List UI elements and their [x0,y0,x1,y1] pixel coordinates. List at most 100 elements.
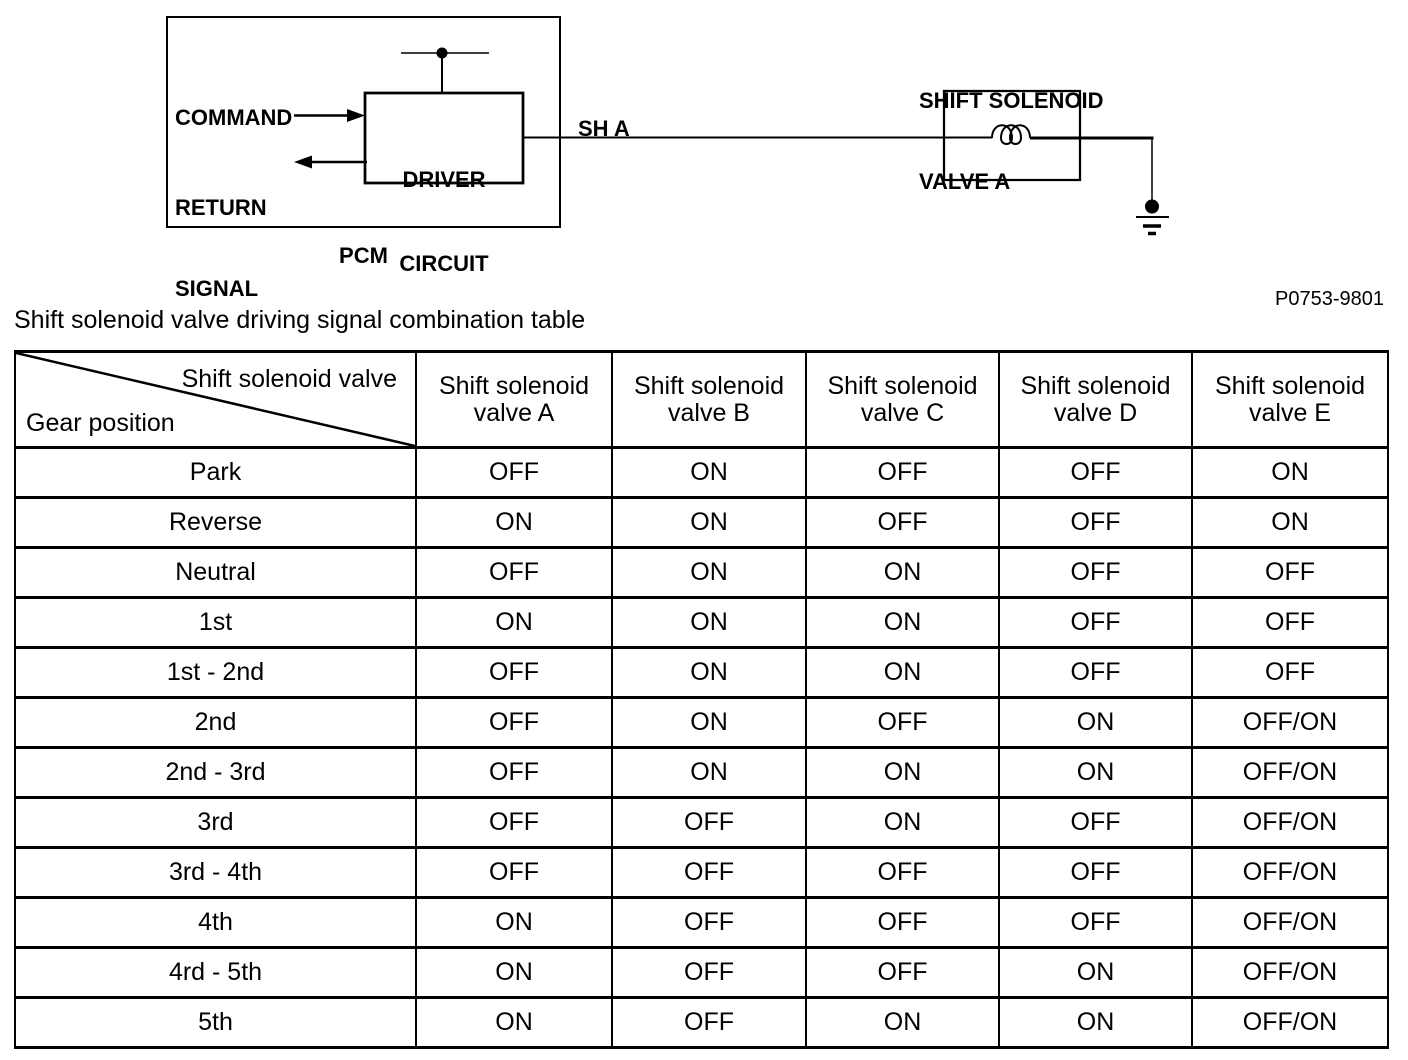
corner-label-rows: Gear position [26,409,175,437]
valve-c-state: ON [805,546,1000,599]
column-header-valve-a: Shift solenoid valve A [415,350,613,449]
corner-diagonal [16,353,415,446]
valve-a-state: ON [415,896,613,949]
gear-position-cell: 4th [14,896,417,949]
table-row: 1st - 2nd OFF ON ON OFF OFF [14,646,1389,699]
column-header-valve-d: Shift solenoid valve D [998,350,1193,449]
gear-position-cell: Reverse [14,496,417,549]
valve-a-state: ON [415,496,613,549]
valve-b-state: OFF [611,946,807,999]
valve-a-state: OFF [415,796,613,849]
valve-c-state: OFF [805,846,1000,899]
solenoid-valve-label: SHIFT SOLENOID VALVE A [919,33,1104,249]
return-signal-arrowhead-icon [294,155,312,169]
valve-d-state: OFF [998,546,1193,599]
valve-b-state: ON [611,646,807,699]
table-row: 2nd OFF ON OFF ON OFF/ON [14,696,1389,749]
valve-c-state: OFF [805,896,1000,949]
valve-d-state: OFF [998,496,1193,549]
table-row: 3rd - 4th OFF OFF OFF OFF OFF/ON [14,846,1389,899]
column-header-valve-e: Shift solenoid valve E [1191,350,1389,449]
solenoid-valve-box [942,89,1082,182]
valve-c-state: OFF [805,946,1000,999]
valve-a-state: OFF [415,546,613,599]
valve-d-state: OFF [998,796,1193,849]
valve-c-state: ON [805,796,1000,849]
valve-e-state: OFF [1191,596,1389,649]
valve-a-state: OFF [415,646,613,699]
valve-e-state: OFF/ON [1191,946,1389,999]
table-row: 1st ON ON ON OFF OFF [14,596,1389,649]
signal-combination-table: Shift solenoid valve Gear position Shift… [14,350,1389,1049]
return-signal-label-line2: SIGNAL [175,276,259,301]
driver-circuit-label-line2: CIRCUIT [399,251,489,276]
valve-e-state: OFF/ON [1191,746,1389,799]
table-row: 3rd OFF OFF ON OFF OFF/ON [14,796,1389,849]
column-header-line: valve D [1053,398,1138,427]
table-row: Neutral OFF ON ON OFF OFF [14,546,1389,599]
solenoid-valve-label-line1: SHIFT SOLENOID [919,88,1104,113]
table-row: Park OFF ON OFF OFF ON [14,446,1389,499]
gear-position-cell: 3rd - 4th [14,846,417,899]
valve-e-state: ON [1191,496,1389,549]
valve-d-state: ON [998,746,1193,799]
valve-e-state: OFF [1191,546,1389,599]
valve-a-state: OFF [415,746,613,799]
gear-position-cell: 2nd [14,696,417,749]
column-header-line: Shift solenoid [827,371,978,400]
table-row: 2nd - 3rd OFF ON ON ON OFF/ON [14,746,1389,799]
valve-c-state: ON [805,646,1000,699]
valve-c-state: ON [805,996,1000,1049]
gear-position-cell: 2nd - 3rd [14,746,417,799]
sh-a-wire-label: SH A [578,116,630,141]
valve-d-state: ON [998,946,1193,999]
valve-b-state: ON [611,496,807,549]
header-row: Shift solenoid valve Gear position Shift… [14,350,1389,449]
column-header-valve-c: Shift solenoid valve C [805,350,1000,449]
valve-e-state: OFF/ON [1191,896,1389,949]
column-header-line: Shift solenoid [633,371,785,400]
valve-d-state: OFF [998,896,1193,949]
pcm-label: PCM [339,243,388,268]
valve-b-state: ON [611,696,807,749]
valve-e-state: ON [1191,446,1389,499]
table-title: Shift solenoid valve driving signal comb… [14,306,586,334]
valve-b-state: OFF [611,796,807,849]
ground-junction-dot-icon [1145,199,1159,214]
valve-b-state: OFF [611,996,807,1049]
driver-circuit-label: DRIVER CIRCUIT [365,110,523,334]
circuit-diagram [166,16,1169,236]
command-label: COMMAND [175,105,293,130]
column-header-line: Shift solenoid [1214,371,1366,400]
column-header-valve-b: Shift solenoid valve B [611,350,807,449]
return-signal-label: RETURN SIGNAL [175,140,267,356]
gear-position-cell: 5th [14,996,417,1049]
valve-b-state: ON [611,546,807,599]
return-signal-label-line1: RETURN [175,195,267,220]
gear-position-cell: 4rd - 5th [14,946,417,999]
valve-e-state: OFF/ON [1191,846,1389,899]
valve-a-state: OFF [415,446,613,499]
gear-position-cell: 3rd [14,796,417,849]
gear-position-cell: 1st - 2nd [14,646,417,699]
valve-a-state: OFF [415,696,613,749]
valve-c-state: ON [805,746,1000,799]
gear-position-cell: Neutral [14,546,417,599]
valve-c-state: OFF [805,446,1000,499]
valve-e-state: OFF/ON [1191,796,1389,849]
valve-d-state: OFF [998,646,1193,699]
valve-c-state: OFF [805,496,1000,549]
valve-b-state: ON [611,446,807,499]
valve-b-state: OFF [611,896,807,949]
valve-e-state: OFF/ON [1191,696,1389,749]
valve-d-state: OFF [998,846,1193,899]
table-row: 5th ON OFF ON ON OFF/ON [14,996,1389,1049]
column-header-line: valve B [668,398,750,427]
valve-a-state: ON [415,996,613,1049]
valve-c-state: OFF [805,696,1000,749]
valve-b-state: ON [611,746,807,799]
table-row: 4rd - 5th ON OFF OFF ON OFF/ON [14,946,1389,999]
pcm-box [166,16,561,228]
column-header-line: valve A [473,398,555,427]
